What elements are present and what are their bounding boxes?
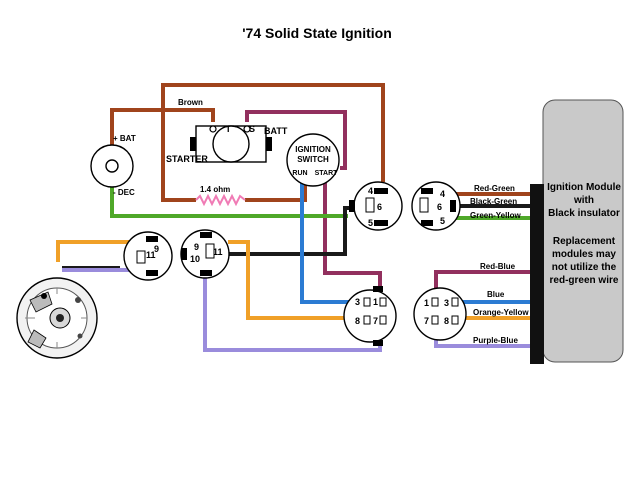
distributor bbox=[16, 277, 98, 359]
purple-blue-module-wire bbox=[434, 338, 540, 348]
maroon-wire-start bbox=[323, 183, 382, 290]
module-note-3: not utilize the bbox=[552, 262, 617, 273]
start-label: START bbox=[315, 170, 339, 177]
c3-pin-11: 11 bbox=[146, 250, 156, 260]
c4-pin-10: 10 bbox=[190, 254, 200, 264]
orange-yellow-label: Orange-Yellow bbox=[473, 308, 529, 317]
starter-label: STARTER bbox=[166, 154, 208, 164]
c3-pin-9: 9 bbox=[154, 244, 159, 254]
red-blue-label: Red-Blue bbox=[480, 262, 516, 271]
maroon-wire-batt bbox=[245, 110, 347, 170]
brown-wire-resistor-right bbox=[245, 182, 307, 202]
batt-label: BATT bbox=[264, 126, 288, 136]
module-label-2: with bbox=[573, 195, 594, 206]
diagram-title: '74 Solid State Ignition bbox=[242, 25, 392, 41]
connector-c6 bbox=[413, 287, 467, 341]
bat-plus-label: + BAT bbox=[113, 134, 136, 143]
module-note-1: Replacement bbox=[553, 236, 616, 247]
blue-label: Blue bbox=[487, 290, 505, 299]
c5-pin-7: 7 bbox=[373, 316, 378, 326]
ign-switch-label-1: IGNITION bbox=[295, 145, 331, 154]
black-green-label: Black-Green bbox=[470, 197, 517, 206]
c6-pin-1: 1 bbox=[424, 298, 429, 308]
connector-c2 bbox=[411, 181, 461, 231]
c1-pin-4: 4 bbox=[368, 186, 373, 196]
c5-pin-8: 8 bbox=[355, 316, 360, 326]
ignition-switch bbox=[286, 133, 340, 187]
c5-pin-3: 3 bbox=[355, 297, 360, 307]
run-label: RUN bbox=[292, 170, 307, 177]
red-green-label: Red-Green bbox=[474, 184, 515, 193]
c5-pin-1: 1 bbox=[373, 297, 378, 307]
c2-pin-6: 6 bbox=[437, 202, 442, 212]
module-note-2: modules may bbox=[552, 249, 616, 260]
c2-pin-4: 4 bbox=[440, 189, 445, 199]
module-note-4: red-green wire bbox=[550, 275, 619, 286]
green-yellow-label: Green-Yellow bbox=[470, 211, 521, 220]
brown-wire-top-loop bbox=[161, 83, 385, 182]
solenoid-s-label: S bbox=[249, 124, 255, 134]
c4-pin-9: 9 bbox=[194, 242, 199, 252]
c2-pin-5: 5 bbox=[440, 216, 445, 226]
connector-c1 bbox=[349, 181, 403, 231]
c1-pin-5: 5 bbox=[368, 218, 373, 228]
brown-wire-resistor-left bbox=[161, 110, 196, 202]
resistor-label: 1.4 ohm bbox=[200, 185, 230, 194]
c6-pin-3: 3 bbox=[444, 298, 449, 308]
battery-terminal bbox=[90, 144, 134, 188]
orange-wire-lower bbox=[228, 240, 350, 320]
green-wire-dec bbox=[110, 187, 348, 218]
dec-minus-label: - DEC bbox=[113, 188, 135, 197]
blue-wire-run bbox=[300, 183, 350, 304]
orange-wire-main bbox=[56, 240, 135, 262]
purple-blue-label: Purple-Blue bbox=[473, 336, 518, 345]
c6-pin-7: 7 bbox=[424, 316, 429, 326]
starter-solenoid bbox=[190, 125, 272, 163]
ignition-module bbox=[530, 99, 624, 364]
ign-switch-label-2: SWITCH bbox=[297, 155, 329, 164]
c1-pin-6: 6 bbox=[377, 202, 382, 212]
connector-c3 bbox=[123, 231, 173, 281]
c4-pin-11: 11 bbox=[213, 247, 223, 257]
module-label-3: Black insulator bbox=[548, 208, 620, 219]
brown-label: Brown bbox=[178, 98, 203, 107]
red-blue-module-wire bbox=[434, 270, 540, 290]
resistor-wire bbox=[195, 193, 246, 207]
c6-pin-8: 8 bbox=[444, 316, 449, 326]
connector-c4 bbox=[180, 229, 230, 279]
module-label-1: Ignition Module bbox=[547, 182, 621, 193]
solenoid-i-label: I bbox=[227, 124, 230, 134]
